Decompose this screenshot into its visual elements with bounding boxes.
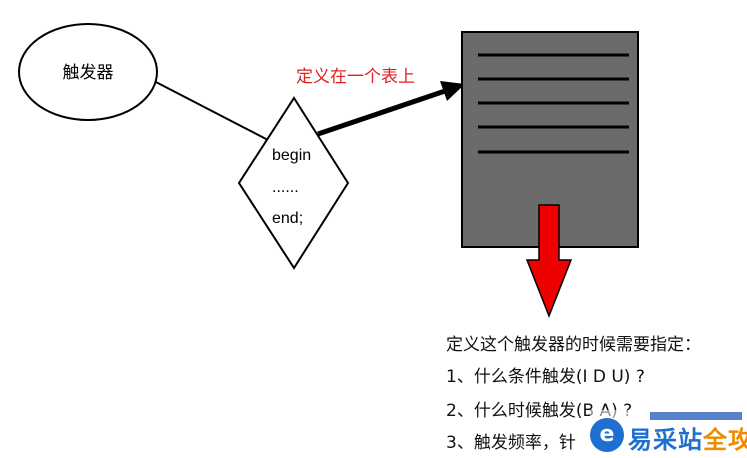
diamond-line-end: end; [272,210,303,227]
connector-line [151,79,269,141]
trigger-ellipse [18,23,158,121]
ellipse-label: 触发器 [63,63,114,83]
diamond-line-begin: begin [272,147,311,164]
trigger-body-diamond [237,96,350,270]
note-frequency: 3、触发频率，针 [446,433,576,453]
note-timing: 2、什么时候触发(B A) ? [446,401,633,421]
watermark-brand-part1: 易采 [628,426,678,454]
table-arrowhead [440,81,465,101]
watermark-brand-part2: 站 [678,426,703,454]
watermark-brand: 易采站全攻略 [628,420,747,455]
note-condition: 1、什么条件触发(I D U) ? [446,367,645,387]
table-arrow-line [317,87,449,137]
watermark-bar [650,412,742,420]
diamond-line-ellipsis: ...... [272,179,299,196]
note-intro: 定义这个触发器的时候需要指定： [446,335,701,355]
arrow-label: 定义在一个表上 [296,67,415,87]
watermark-brand-part3: 全攻略 [703,426,747,454]
down-arrow [525,204,573,319]
watermark-logo-icon: e [590,418,624,452]
site-watermark: e 易采站全攻略 [590,410,747,458]
